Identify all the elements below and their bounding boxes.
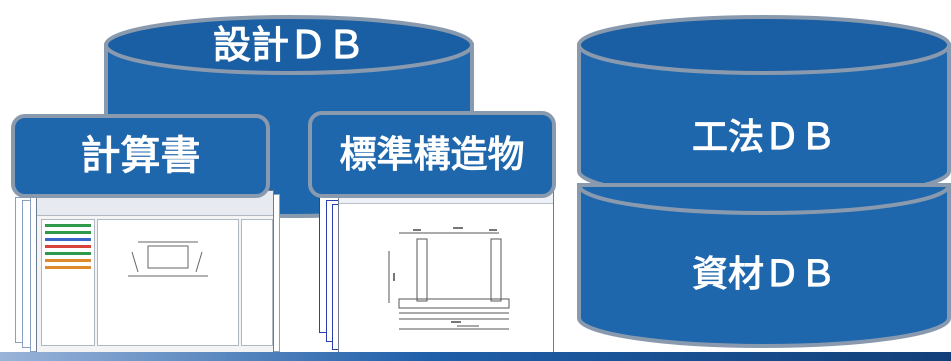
standard-structures-tab: 標準構造物 (308, 111, 556, 198)
calc-window-document-pane (97, 219, 239, 346)
drawing-window-screenshot (338, 190, 554, 353)
design-db-label: 設計ＤＢ (212, 23, 365, 67)
calc-window-tree-pane (41, 219, 95, 346)
material-db-label: 資材ＤＢ (691, 254, 836, 295)
standard-structures-tab-label: 標準構造物 (339, 132, 525, 176)
calc-sheet-tab-label: 計算書 (80, 133, 201, 179)
method-db-label: 工法ＤＢ (691, 117, 836, 158)
calc-sheet-tab: 計算書 (11, 114, 270, 198)
bottom-accent-bar (0, 352, 951, 361)
calc-window-screenshot (36, 190, 274, 353)
calc-window-list-pane (241, 219, 273, 346)
structure-drawing (388, 227, 510, 330)
